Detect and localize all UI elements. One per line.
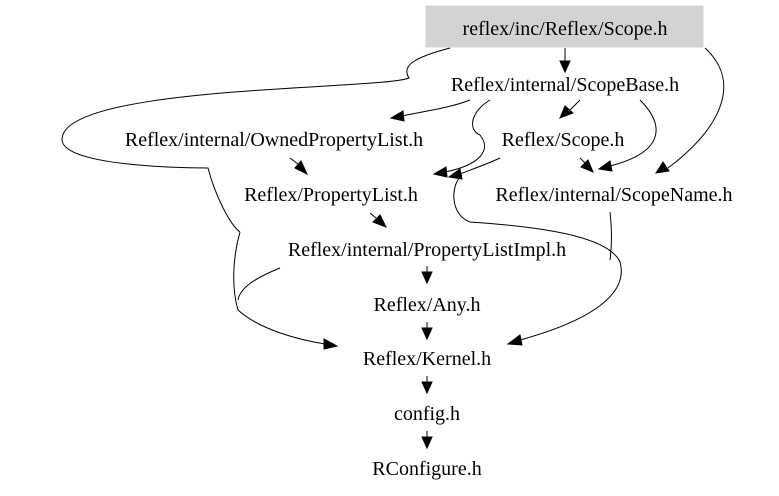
- edge-scopebase-to-ownedpropertylist: [401, 99, 471, 117]
- node-owned-property-list[interactable]: Reflex/internal/OwnedPropertyList.h: [125, 129, 423, 151]
- edge-root-to-scopebase-arrow: [559, 60, 571, 74]
- edge-scope-to-scopename: [579, 157, 586, 164]
- node-config[interactable]: config.h: [394, 403, 460, 425]
- edge-root-to-scopename: [667, 47, 725, 169]
- edge-scope-to-propertylist-arrow: [447, 168, 463, 180]
- edge-ownedpropertylist-to-propertylist-arrow: [294, 160, 309, 176]
- edge-ownedpropertylist-to-kernel-arrow: [323, 338, 339, 350]
- edge-scopename-to-kernel: [453, 174, 622, 341]
- edge-scopebase-to-scopename-arrow: [597, 160, 613, 172]
- edge-scopebase-to-scope: [569, 99, 581, 111]
- edges: [61, 47, 725, 450]
- edge-kernel-to-config-arrow: [421, 381, 433, 395]
- edge-scopename-to-kernel-arrow: [506, 334, 523, 346]
- edge-scope-to-propertylist: [459, 157, 501, 175]
- node-scope-name[interactable]: Reflex/internal/ScopeName.h: [495, 184, 732, 206]
- node-any[interactable]: Reflex/Any.h: [373, 294, 480, 316]
- edge-propertylist-to-propertylistimpl: [369, 212, 377, 219]
- node-scope[interactable]: Reflex/Scope.h: [502, 129, 625, 151]
- edge-scopebase-to-scope-arrow: [559, 105, 574, 119]
- edge-scope-to-scopename-arrow: [580, 159, 594, 173]
- node-property-list-impl[interactable]: Reflex/internal/PropertyListImpl.h: [288, 239, 566, 261]
- edge-scopebase-to-propertylist-arrow: [432, 166, 448, 178]
- edge-scopebase-to-propertylist: [444, 99, 491, 173]
- node-kernel[interactable]: Reflex/Kernel.h: [363, 348, 491, 370]
- edge-scopebase-to-ownedpropertylist-arrow: [389, 110, 405, 122]
- node-scope-base[interactable]: Reflex/internal/ScopeBase.h: [451, 74, 679, 96]
- edge-scopebase-to-scopename: [609, 99, 657, 167]
- nodes: reflex/inc/Reflex/Scope.h Reflex/interna…: [125, 18, 733, 480]
- root-node-box: [425, 5, 704, 48]
- edge-propertylist-to-propertylistimpl-arrow: [372, 214, 388, 228]
- edge-ownedpropertylist-to-kernel: [233, 231, 326, 345]
- edge-any-to-kernel-arrow: [421, 327, 433, 341]
- edge-ownedpropertylist-to-propertylist: [289, 157, 299, 165]
- node-rconfigure[interactable]: RConfigure.h: [372, 458, 481, 480]
- edge-config-to-rconfigure-arrow: [421, 436, 433, 450]
- node-property-list[interactable]: Reflex/PropertyList.h: [244, 184, 418, 206]
- edge-propertylistimpl-to-kernel: [237, 267, 281, 301]
- edge-propertylistimpl-to-any-arrow: [421, 271, 433, 285]
- edge-root-to-scopename-arrow: [654, 161, 670, 174]
- node-root[interactable]: reflex/inc/Reflex/Scope.h: [463, 18, 668, 40]
- edge-scopename-down: [609, 211, 612, 261]
- edge-root-to-ownedpropertylist: [61, 47, 451, 233]
